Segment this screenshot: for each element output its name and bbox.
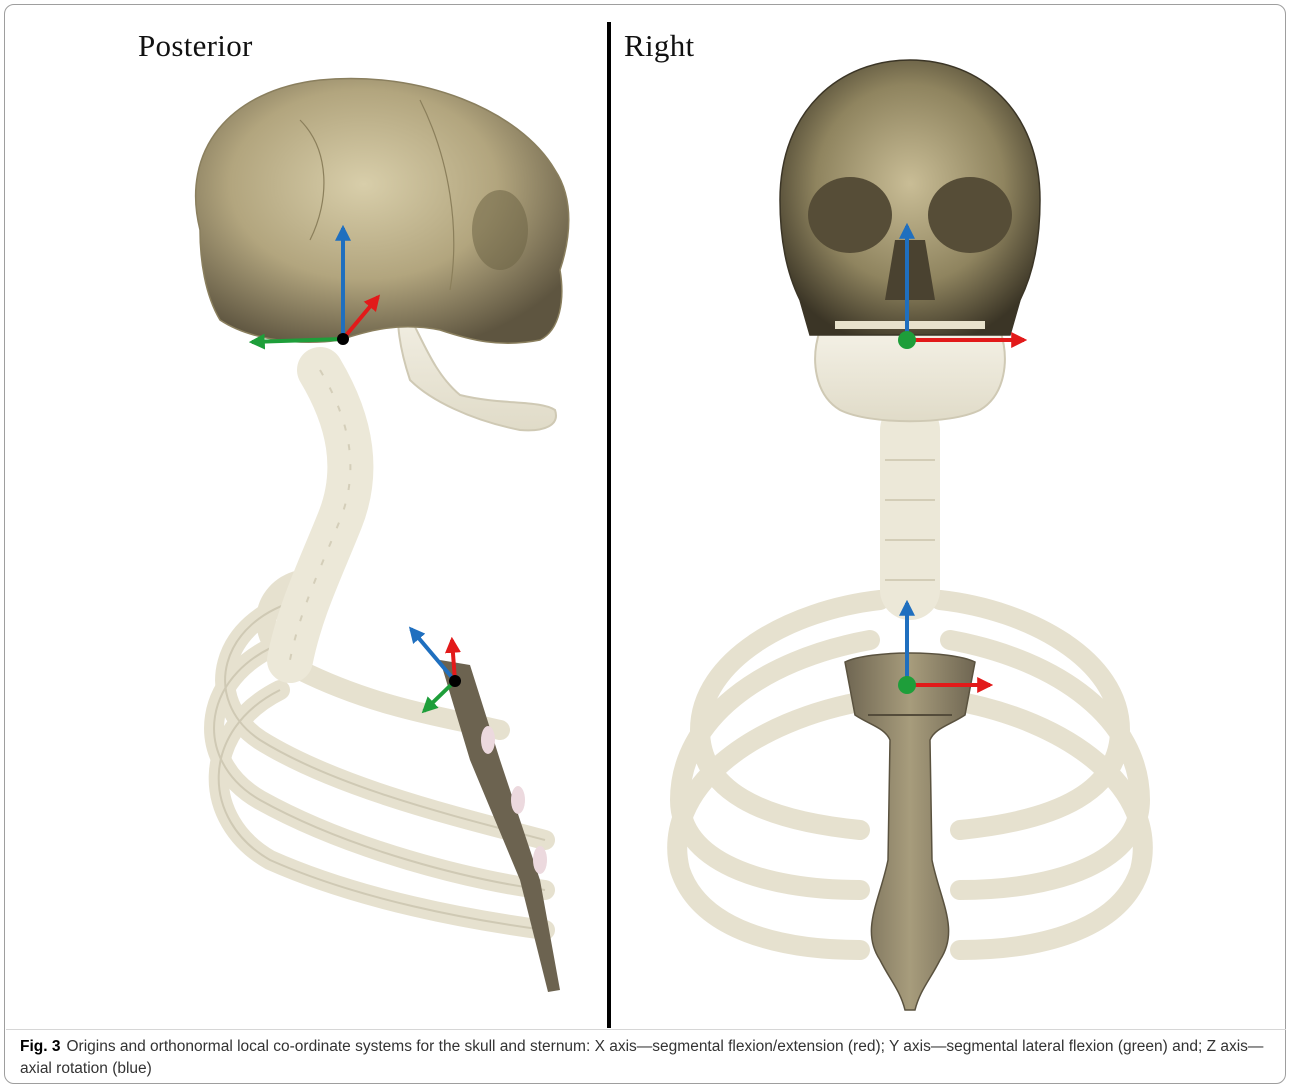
panel-label-right: Right — [624, 28, 694, 64]
left-panel-skeleton — [196, 78, 569, 992]
right-panel-skeleton — [677, 60, 1143, 1010]
figure-number: Fig. 3 — [20, 1038, 60, 1055]
anatomy-illustration — [0, 0, 1292, 1030]
figure-image: Posterior Right — [0, 0, 1292, 1030]
caption-divider — [6, 1029, 1286, 1030]
panel-divider — [607, 22, 611, 1028]
caption-text: Origins and orthonormal local co-ordinat… — [20, 1038, 1263, 1077]
panel-label-posterior: Posterior — [138, 28, 253, 64]
